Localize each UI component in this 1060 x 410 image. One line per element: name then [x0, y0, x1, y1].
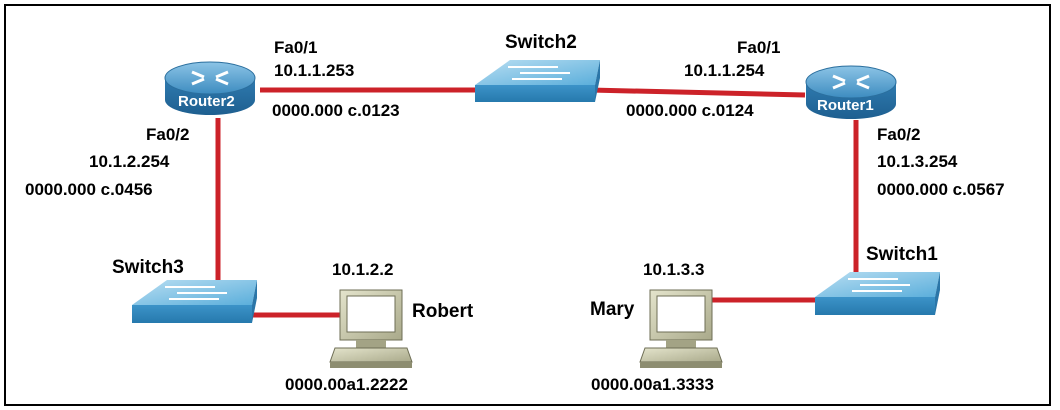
- router1-fa01-mac: 0000.000 c.0124: [626, 101, 754, 120]
- router1-fa02-label: Fa0/2: [877, 125, 921, 144]
- router1-fa01-ip: 10.1.1.254: [684, 61, 765, 80]
- link-switch2-router1: [589, 87, 806, 98]
- mary-pc-icon: [639, 289, 723, 368]
- robert-name: Robert: [412, 301, 474, 322]
- switch3-label: Switch3: [112, 257, 184, 278]
- router2-name: Router2: [178, 93, 235, 110]
- router1-fa02-ip: 10.1.3.254: [877, 152, 958, 171]
- links: [215, 87, 859, 318]
- router2-fa01-label: Fa0/1: [274, 38, 318, 57]
- router2-fa02-ip: 10.1.2.254: [89, 152, 170, 171]
- switch2-icon: [475, 60, 600, 102]
- robert-ip: 10.1.2.2: [332, 260, 394, 279]
- router2-fa02-mac: 0000.000 c.0456: [25, 180, 153, 199]
- router2-fa01-ip: 10.1.1.253: [274, 61, 355, 80]
- mary-name: Mary: [590, 299, 635, 320]
- router1-fa01-label: Fa0/1: [737, 38, 781, 57]
- router1-fa02-mac: 0000.000 c.0567: [877, 180, 1005, 199]
- switch2-label: Switch2: [505, 32, 577, 53]
- switch3-icon: [132, 280, 257, 323]
- mary-mac: 0000.00a1.3333: [591, 375, 714, 394]
- robert-mac: 0000.00a1.2222: [285, 375, 408, 394]
- router2-fa01-mac: 0000.000 c.0123: [272, 101, 400, 120]
- router2-icon: [164, 61, 256, 115]
- mary-ip: 10.1.3.3: [643, 260, 705, 279]
- router1-icon: [805, 65, 897, 119]
- robert-pc-icon: [329, 289, 413, 368]
- switch1-icon: [815, 272, 940, 315]
- router2-fa02-label: Fa0/2: [146, 125, 190, 144]
- router1-name: Router1: [817, 97, 874, 114]
- switch1-label: Switch1: [866, 244, 938, 265]
